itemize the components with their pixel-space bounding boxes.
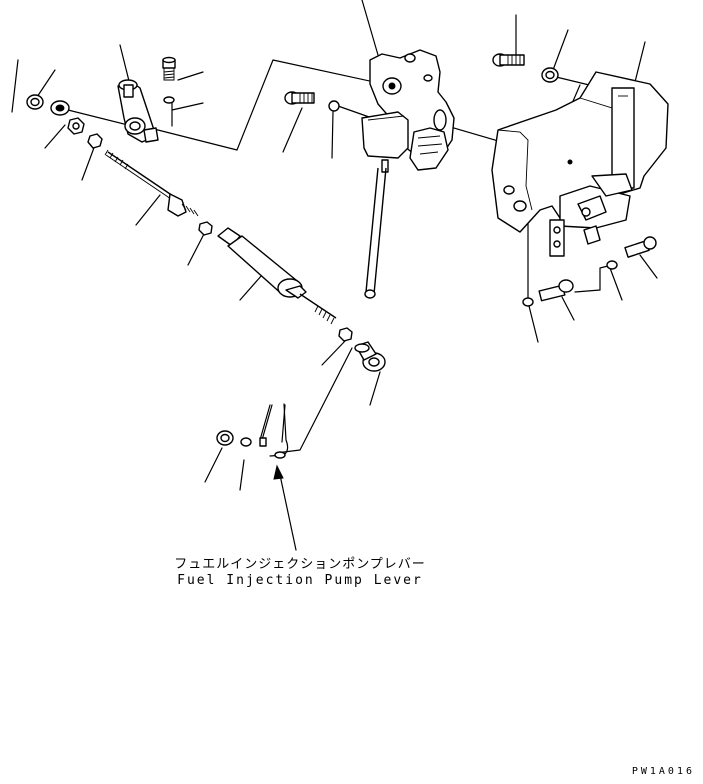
washer-bottom-2 (240, 437, 252, 447)
leader-lines (11, 0, 658, 491)
washer-left-2 (50, 100, 70, 116)
washer-center (328, 100, 340, 112)
nut-rod-2 (338, 327, 353, 342)
washer-top-right (541, 67, 559, 83)
bolt-top-right (492, 53, 525, 67)
callout-label-jp: フュエルインジェクションポンプレバー (174, 557, 426, 572)
threaded-rod (104, 149, 199, 217)
control-lever-unit (361, 49, 455, 299)
cylinder-assembly (217, 227, 337, 325)
washer-left-1 (26, 94, 44, 110)
rod-end-joint (354, 341, 386, 372)
bolt-right-2 (538, 279, 574, 302)
figure-code: PW1A016 (631, 766, 695, 777)
nut-left-1 (67, 117, 85, 135)
washer-small (163, 96, 175, 104)
washer-right-2 (522, 297, 534, 307)
bolt-center (284, 91, 315, 105)
nut-left-2 (87, 133, 103, 149)
callout-label-en: Fuel Injection Pump Lever (177, 573, 423, 588)
washer-right-1 (606, 260, 618, 270)
washer-bottom-1 (216, 430, 234, 446)
bolt-right-1 (624, 236, 657, 258)
bolt-small (162, 56, 176, 81)
callout-arrow (273, 464, 297, 551)
pump-lever (259, 403, 289, 459)
ball-joint-bracket (117, 79, 159, 143)
mounting-bracket (491, 71, 669, 257)
nut-rod-1 (198, 221, 213, 236)
